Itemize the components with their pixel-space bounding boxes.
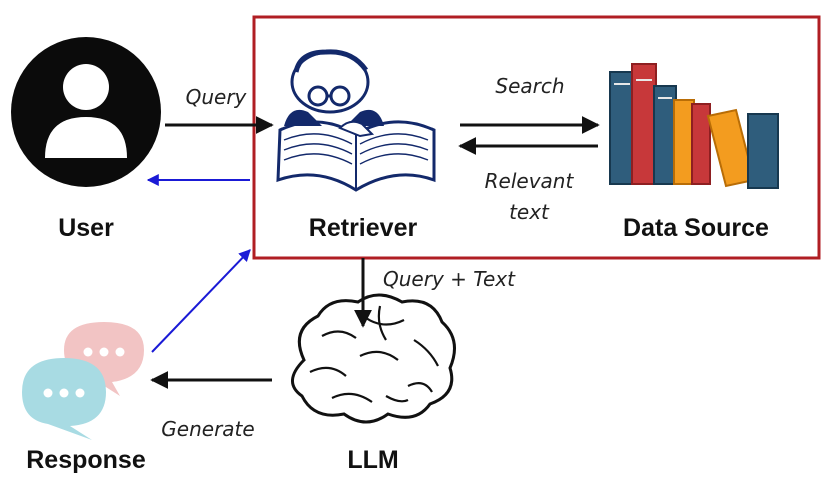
retriever-label: Retriever — [309, 214, 418, 242]
brain-icon — [291, 293, 456, 424]
retrieval-frame — [252, 15, 821, 260]
generate-edge-label: Generate — [161, 417, 254, 441]
search-edge-label: Search — [495, 74, 564, 98]
reading-scholar-icon — [276, 49, 436, 192]
query-edge-label: Query — [186, 85, 248, 109]
response-label: Response — [26, 446, 146, 474]
relevant-edge-label-line2: text — [509, 200, 550, 224]
query-text-edge-label: Query + Text — [383, 267, 516, 291]
data-source-label: Data Source — [623, 214, 769, 242]
user-label: User — [58, 214, 114, 242]
book-stack-icon — [609, 63, 779, 189]
chat-bubbles-icon — [22, 322, 144, 440]
response-to-retriever-arrow — [151, 249, 251, 353]
llm-label: LLM — [347, 446, 398, 474]
relevant-edge-label-line1: Relevant — [485, 169, 575, 193]
user-avatar-icon — [11, 37, 161, 187]
